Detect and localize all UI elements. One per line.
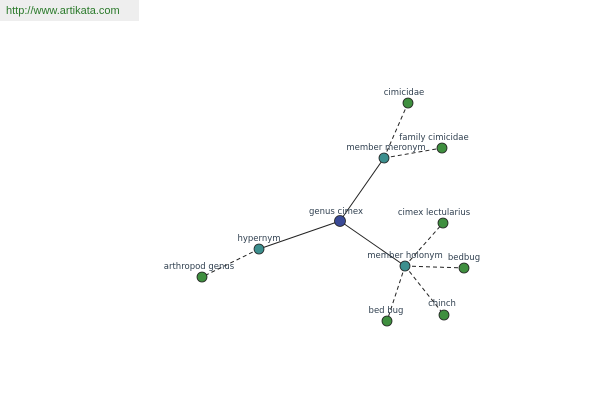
label-member-holonym[interactable]: member holonym bbox=[367, 251, 442, 261]
node-cimex-lectularius[interactable] bbox=[437, 217, 449, 229]
graph-edges bbox=[201, 102, 465, 322]
edge-member-holonym-bed-bug bbox=[386, 265, 406, 322]
edge-genus-cimex-member-meronym bbox=[339, 157, 385, 222]
node-bedbug[interactable] bbox=[458, 262, 470, 274]
label-cimex-lectularius[interactable]: cimex lectularius bbox=[398, 208, 471, 218]
node-family-cimicidae[interactable] bbox=[436, 142, 448, 154]
node-genus-cimex[interactable] bbox=[334, 215, 346, 227]
label-member-meronym[interactable]: member meronym bbox=[346, 143, 425, 153]
label-genus-cimex[interactable]: genus cimex bbox=[309, 207, 363, 217]
node-member-meronym[interactable] bbox=[378, 152, 390, 164]
node-chinch[interactable] bbox=[438, 309, 450, 321]
edge-member-holonym-chinch bbox=[404, 265, 445, 316]
node-arthropod-genus[interactable] bbox=[196, 271, 208, 283]
label-cimicidae[interactable]: cimicidae bbox=[384, 88, 425, 98]
site-url-link[interactable]: http://www.artikata.com bbox=[0, 0, 139, 21]
node-bed-bug[interactable] bbox=[381, 315, 393, 327]
edge-member-holonym-bedbug bbox=[404, 265, 465, 269]
label-bed-bug[interactable]: bed bug bbox=[369, 306, 404, 316]
edge-member-meronym-cimicidae bbox=[383, 102, 409, 159]
label-hypernym[interactable]: hypernym bbox=[237, 234, 280, 244]
label-chinch[interactable]: chinch bbox=[428, 299, 456, 309]
edge-member-holonym-cimex-lectularius bbox=[404, 222, 444, 267]
graph-nodes bbox=[196, 97, 470, 327]
node-member-holonym[interactable] bbox=[399, 260, 411, 272]
label-family-cimicidae[interactable]: family cimicidae bbox=[399, 133, 468, 143]
graph-labels: genus cimex member meronym member holony… bbox=[164, 88, 480, 316]
label-arthropod-genus[interactable]: arthropod genus bbox=[164, 262, 235, 272]
edge-hypernym-arthropod-genus bbox=[201, 248, 260, 278]
node-cimicidae[interactable] bbox=[402, 97, 414, 109]
label-bedbug[interactable]: bedbug bbox=[448, 253, 480, 263]
edge-genus-cimex-member-holonym bbox=[339, 220, 406, 267]
edge-genus-cimex-hypernym bbox=[258, 220, 341, 250]
node-hypernym[interactable] bbox=[253, 243, 265, 255]
edge-member-meronym-family-cimicidae bbox=[383, 147, 443, 159]
